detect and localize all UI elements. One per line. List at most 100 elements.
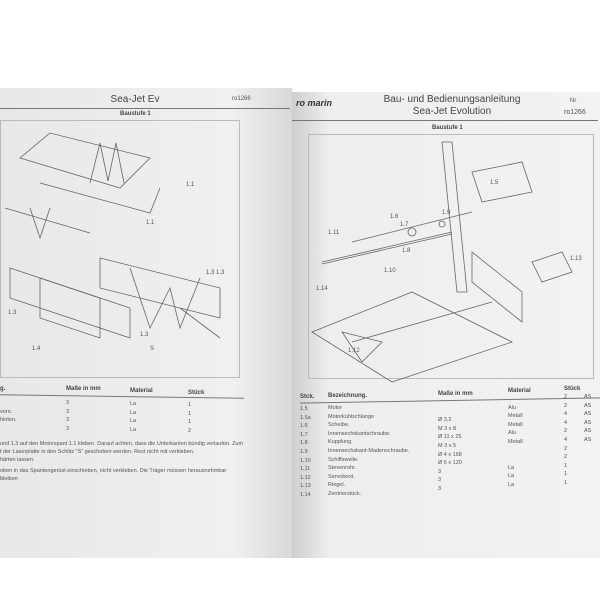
row-name: Scheibe. bbox=[328, 422, 350, 429]
callout: 1.1 bbox=[186, 182, 195, 188]
row-size: M 3 x 8 bbox=[438, 425, 457, 432]
col-header: Maße in mm bbox=[438, 391, 473, 397]
row-name: Innensechskant-Madenschraube. bbox=[328, 448, 410, 454]
right-header-subtitle: Sea-Jet Evolution bbox=[412, 106, 492, 117]
left-step-title: Baustufe 1 bbox=[120, 111, 151, 117]
left-notes: und 1.3 auf den Motorspant 1.1 kleben. D… bbox=[0, 440, 245, 483]
right-assembly-drawing bbox=[311, 141, 573, 383]
row-material: La bbox=[508, 482, 515, 488]
row-qty: 2 bbox=[564, 454, 568, 461]
row-qty: 1 bbox=[188, 402, 192, 408]
row-note: AS bbox=[584, 411, 592, 418]
row-size: Ø 4 x 168 bbox=[438, 451, 462, 458]
callout: 1.8 bbox=[402, 248, 411, 254]
row-number: 1.14 bbox=[300, 492, 311, 498]
nr-label: Nr bbox=[570, 98, 577, 104]
row-name: Innensechskantschraube. bbox=[328, 430, 391, 437]
row-material: Metall bbox=[508, 413, 523, 420]
row-material: La bbox=[130, 409, 137, 416]
row-number: 1.8 bbox=[300, 440, 308, 447]
row-material: Alu bbox=[508, 430, 516, 437]
row-name: Servobord. bbox=[328, 473, 355, 480]
callout: 1.4 bbox=[32, 346, 41, 352]
row-size: Ø 6 x 120 bbox=[438, 460, 462, 467]
row-number: 1.5a bbox=[300, 414, 311, 421]
row-number: 1.9 bbox=[300, 449, 308, 455]
col-header: Stck. bbox=[300, 394, 315, 400]
row-material: La bbox=[508, 464, 515, 471]
row-qty: 4 bbox=[564, 437, 568, 443]
row-qty: 2 bbox=[564, 394, 568, 400]
row-qty: 2 bbox=[564, 428, 568, 435]
row-size: 3 bbox=[66, 417, 70, 423]
row-name: vorn. bbox=[0, 408, 13, 415]
row-number: 1.11 bbox=[300, 466, 311, 473]
row-size: Ø 11 x 25 bbox=[438, 434, 462, 441]
row-name: Zentrierstück. bbox=[328, 491, 362, 497]
row-qty: 2 bbox=[564, 445, 568, 452]
row-number: 1.6 bbox=[300, 423, 308, 430]
row-note: AS bbox=[584, 428, 592, 435]
left-page: Sea-Jet Ev ro1266 Baustufe 1 1.1 1.1 1.3… bbox=[0, 88, 292, 558]
callout: 1.11 bbox=[328, 230, 340, 236]
callout: 1.5 bbox=[490, 180, 499, 186]
col-header: Material bbox=[508, 388, 531, 394]
col-header: Stück bbox=[564, 386, 581, 392]
left-assembly-drawing bbox=[4, 132, 221, 339]
callout: 1.9 bbox=[442, 210, 451, 216]
row-qty: 2 bbox=[564, 402, 568, 409]
row-material: Alu bbox=[508, 404, 516, 411]
row-name: Motor bbox=[328, 405, 343, 411]
row-material: La bbox=[130, 401, 137, 407]
row-qty: 1 bbox=[564, 462, 568, 469]
right-header-nr: ro1266 bbox=[564, 109, 586, 116]
row-name: Kupplung. bbox=[328, 439, 353, 446]
callout: 1.6 bbox=[390, 214, 399, 220]
callout: 1.12 bbox=[348, 348, 360, 354]
row-qty: 1 bbox=[188, 410, 192, 417]
row-note: AS bbox=[584, 394, 592, 400]
note-line: t der Laserplatte in den Schlitz "S" ges… bbox=[0, 449, 195, 455]
row-number: 1.12 bbox=[300, 474, 311, 481]
left-header-nr: ro1266 bbox=[232, 96, 251, 102]
row-note: AS bbox=[584, 419, 592, 426]
col-header: Maße in mm bbox=[66, 386, 101, 392]
callout: 1.7 bbox=[400, 222, 409, 228]
row-material: Metall bbox=[508, 439, 523, 445]
row-size: 3 bbox=[438, 477, 442, 484]
right-page: ro marin Bau- und Bedienungsanleitung Se… bbox=[292, 92, 600, 558]
callout: 1.3 bbox=[140, 332, 149, 338]
row-size: Ø 3,2 bbox=[438, 417, 452, 424]
row-number: 1.5 bbox=[300, 406, 308, 412]
row-size: 3 bbox=[438, 468, 442, 475]
row-number: 1.7 bbox=[300, 431, 308, 438]
col-header: g. bbox=[0, 386, 6, 392]
right-drawing-frame bbox=[308, 134, 594, 379]
callout: S bbox=[150, 346, 155, 352]
left-drawing-frame bbox=[0, 120, 240, 378]
row-size: 3 bbox=[438, 486, 442, 492]
row-number: 1.13 bbox=[300, 483, 311, 490]
row-material: La bbox=[130, 418, 137, 424]
col-header: Material bbox=[130, 388, 153, 394]
row-qty: 1 bbox=[564, 471, 568, 478]
row-size: 3 bbox=[66, 425, 70, 432]
col-header: Bezeichnung. bbox=[328, 393, 368, 399]
row-qty: 2 bbox=[188, 427, 192, 434]
note-line: und 1.3 auf den Motorspant 1.1 kleben. D… bbox=[0, 441, 244, 447]
row-qty: 4 bbox=[564, 419, 568, 426]
callout: 1.3 bbox=[8, 310, 17, 316]
row-note: AS bbox=[584, 437, 592, 443]
row-name: Motorkühlschlange bbox=[328, 413, 375, 420]
row-name: Riegel. bbox=[328, 482, 346, 489]
callout: 1.14 bbox=[316, 286, 328, 292]
row-material: La bbox=[508, 473, 515, 480]
col-header: Stück bbox=[188, 390, 205, 396]
row-material: Metall bbox=[508, 421, 523, 428]
callout: 1.1 bbox=[146, 220, 155, 226]
callout: 1.10 bbox=[384, 268, 396, 274]
right-header-title: Bau- und Bedienungsanleitung bbox=[383, 94, 521, 105]
row-name: Schiffswelle. bbox=[328, 456, 359, 463]
row-qty: 1 bbox=[564, 480, 568, 486]
row-name: hinten. bbox=[0, 417, 17, 423]
